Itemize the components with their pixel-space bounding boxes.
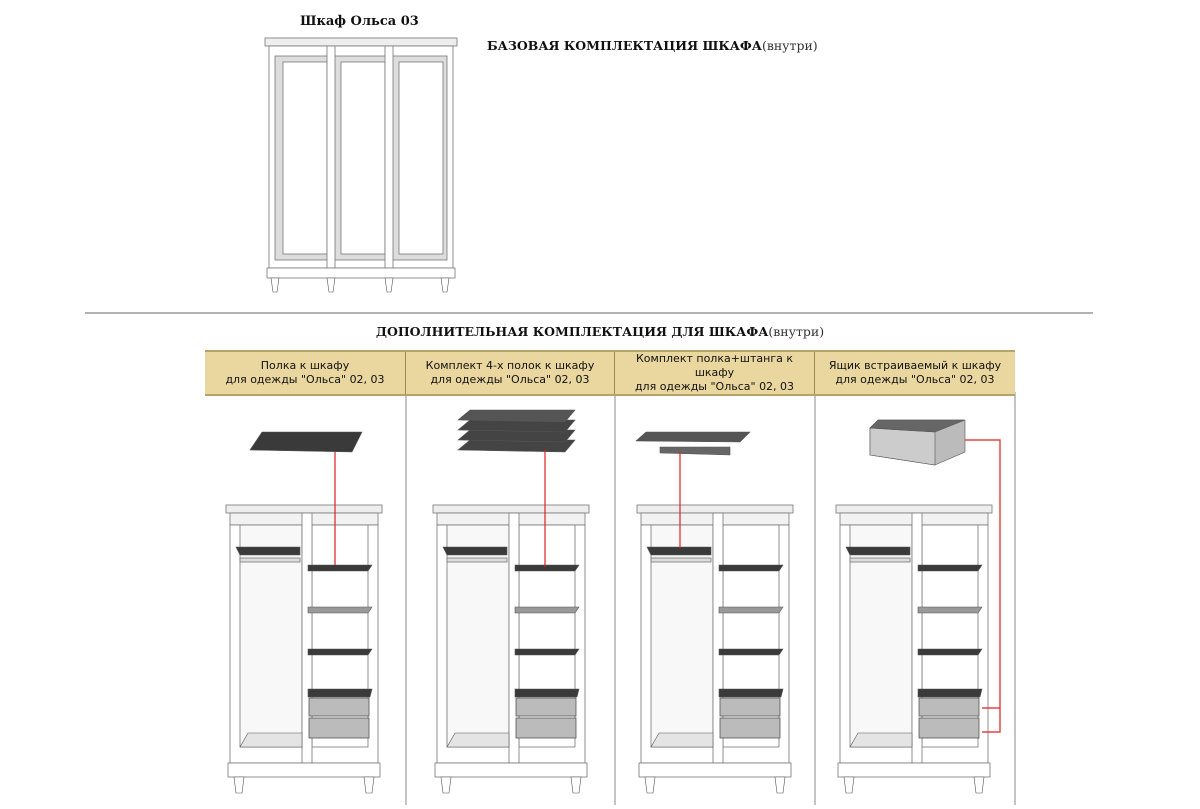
cornice	[264, 37, 458, 47]
pointer-line	[965, 439, 1001, 733]
right-shelf	[718, 648, 784, 656]
drawer	[719, 717, 781, 739]
leg	[973, 776, 985, 794]
right-shelf	[718, 606, 784, 614]
drawer-top	[514, 688, 580, 698]
right-shelf	[514, 606, 580, 614]
drawer	[308, 717, 370, 739]
hanging-rod	[239, 557, 301, 563]
leg	[233, 776, 245, 794]
base-config-title: БАЗОВАЯ КОМПЛЕКТАЦИЯ ШКАФА(внутри)	[487, 38, 818, 53]
extra-title-text: ДОПОЛНИТЕЛЬНАЯ КОМПЛЕКТАЦИЯ ДЛЯ ШКАФА	[375, 324, 769, 339]
door-panel	[340, 61, 386, 255]
leg	[440, 776, 452, 794]
cornice	[835, 504, 993, 514]
right-shelf	[307, 648, 373, 656]
cornice	[432, 504, 590, 514]
bottom-left	[239, 732, 303, 748]
leg	[570, 776, 582, 794]
right-shelf	[917, 564, 983, 572]
leg	[440, 277, 450, 293]
drawer-top	[718, 688, 784, 698]
cornice	[225, 504, 383, 514]
leg	[644, 776, 656, 794]
door-panel	[398, 61, 444, 255]
plinth	[638, 762, 792, 778]
bottom-left	[849, 732, 913, 748]
drawer	[719, 697, 781, 717]
right-shelf	[718, 564, 784, 572]
shelf-rod-accessory-shelf	[635, 431, 751, 443]
left-shelf	[845, 546, 911, 556]
shelf-accessory	[249, 431, 363, 453]
bottom-left	[650, 732, 714, 748]
hanging-rod	[446, 557, 508, 563]
right-shelf	[307, 564, 373, 572]
hanging-rod	[849, 557, 911, 563]
plinth	[266, 267, 456, 279]
plinth	[434, 762, 588, 778]
drawer	[308, 697, 370, 717]
right-shelf	[514, 648, 580, 656]
drawer	[515, 697, 577, 717]
right-shelf	[917, 606, 983, 614]
product-title: Шкаф Ольса 03	[300, 14, 419, 29]
right-shelf	[514, 564, 580, 572]
right-shelf	[917, 648, 983, 656]
leg	[843, 776, 855, 794]
extra-title-suffix: (внутри)	[768, 324, 825, 339]
door-panel	[282, 61, 328, 255]
leg	[384, 277, 394, 293]
right-shelf	[307, 606, 373, 614]
cornice	[636, 504, 794, 514]
leg	[326, 277, 336, 293]
leg	[270, 277, 280, 293]
leg	[363, 776, 375, 794]
extra-config-title: ДОПОЛНИТЕЛЬНАЯ КОМПЛЕКТАЦИЯ ДЛЯ ШКАФА(вн…	[0, 324, 1200, 339]
rod-accessory	[659, 446, 731, 456]
shelf-set-accessory	[457, 409, 576, 423]
partition	[326, 45, 336, 269]
drawer-top	[917, 688, 983, 698]
drawer-accessory-front	[869, 427, 936, 466]
base-title-text: БАЗОВАЯ КОМПЛЕКТАЦИЯ ШКАФА	[487, 38, 762, 53]
hanging-rod	[650, 557, 712, 563]
plinth	[227, 762, 381, 778]
base-title-suffix: (внутри)	[761, 38, 818, 53]
left-shelf	[235, 546, 301, 556]
leg	[774, 776, 786, 794]
left-shelf	[442, 546, 508, 556]
left-shelf	[646, 546, 712, 556]
drawer-accessory-top	[869, 419, 966, 433]
drawer	[918, 697, 980, 717]
drawer	[515, 717, 577, 739]
drawer-top	[307, 688, 373, 698]
drawer	[918, 717, 980, 739]
partition	[384, 45, 394, 269]
bottom-left	[446, 732, 510, 748]
plinth	[837, 762, 991, 778]
